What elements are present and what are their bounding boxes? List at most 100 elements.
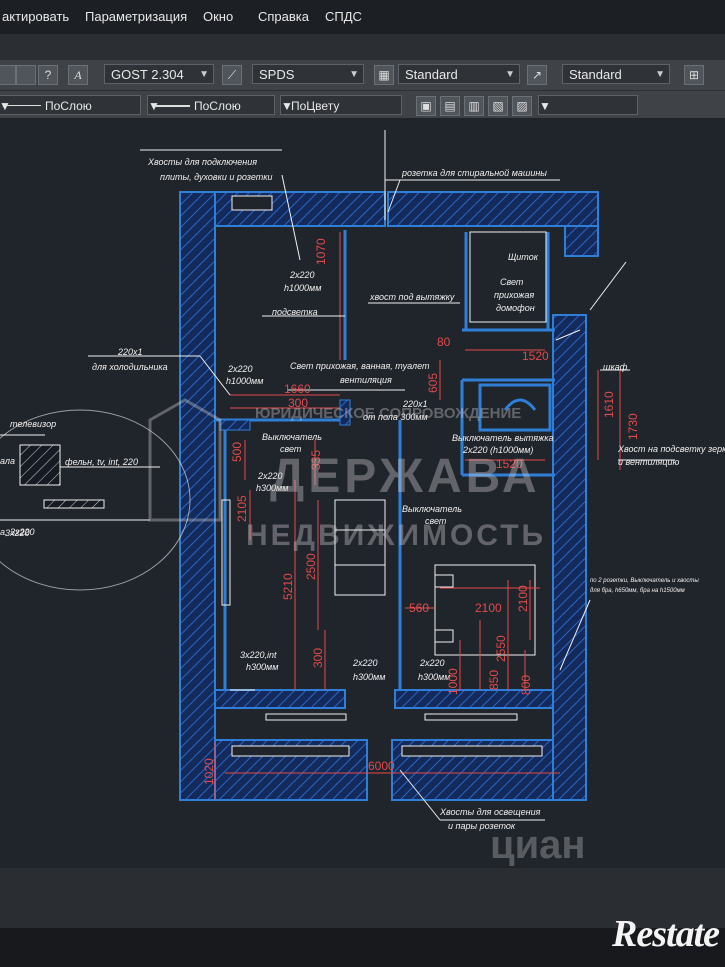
toolbar-button[interactable]: [0, 65, 16, 85]
floor-socket-height: от пола 300мм: [363, 412, 428, 422]
menu-item-window[interactable]: Окно: [203, 9, 234, 24]
mirror-light-label-2: и вентиляцию: [618, 457, 680, 467]
multileader-style-icon[interactable]: ↗: [527, 65, 547, 85]
socket-bath-label: 2х220 (h1000мм): [462, 445, 533, 455]
plot-style-value: ПоЦвету: [291, 99, 340, 113]
line-sample: [154, 105, 190, 107]
lineweight-select[interactable]: ПоСлою ▼: [147, 95, 275, 115]
dim-text: 850: [487, 670, 501, 690]
table-style-icon[interactable]: ▦: [374, 65, 394, 85]
chevron-down-icon: ▼: [655, 69, 665, 80]
text-style-value: GOST 2.304: [111, 67, 184, 82]
dimension-style-value: SPDS: [259, 67, 295, 82]
dim-text: 2550: [494, 635, 508, 662]
socket-3-label: 2х220: [257, 471, 283, 481]
dim-text: 1730: [626, 413, 640, 440]
tails-light-label-2: и пары розеток: [448, 821, 516, 831]
chevron-down-icon: ▼: [349, 69, 359, 80]
layer-tool-icon[interactable]: ▤: [440, 96, 460, 116]
layer-select[interactable]: ▼: [538, 95, 638, 115]
watermark-name: ДЕРЖАВА: [270, 450, 541, 503]
linetype-value: ПоСлою: [45, 99, 92, 113]
dimension-style-select[interactable]: SPDS ▼: [252, 64, 364, 84]
dim-text: 300: [311, 648, 325, 668]
menu-item-spds[interactable]: СПДС: [325, 9, 362, 24]
socket-1-label: 2х220: [227, 364, 253, 374]
dimension-style-icon[interactable]: ⟋: [222, 65, 242, 85]
restate-logo: Restate: [612, 913, 720, 955]
leader-lines: [88, 130, 675, 821]
dim-text: 2100: [475, 601, 502, 615]
chevron-down-icon: ▼: [199, 69, 209, 80]
int-socket-label: 3х220,int: [240, 650, 277, 660]
switch-2-label-2: свет: [425, 516, 447, 526]
monitor-bezel: [0, 928, 725, 967]
switch-hood-label: Выключатель вытяжка: [452, 433, 553, 443]
socket-3-height: h300мм: [256, 483, 288, 493]
properties-toolbar: ПоСлою ▼ ПоСлою ▼ ПоЦвету ▼ ▣ ▤ ▥ ▧ ▨ ▼: [0, 90, 725, 119]
light-hall-label-3: домофон: [496, 303, 535, 313]
dim-text: 2105: [235, 495, 249, 522]
chevron-down-icon: ▼: [505, 69, 515, 80]
partition-stub: [339, 399, 351, 426]
menu-item-help[interactable]: Справка: [258, 9, 309, 24]
text-style-select[interactable]: GOST 2.304 ▼: [104, 64, 214, 84]
linetype-select[interactable]: ПоСлою ▼: [0, 95, 141, 115]
dim-text: 605: [426, 373, 440, 393]
styles-toolbar: ? A GOST 2.304▼ ⟋ SPDS▼ ▦ Standard▼ ↗ St…: [0, 60, 725, 90]
dim-text: 1020: [202, 758, 216, 785]
dim-text: 560: [409, 601, 429, 615]
multileader-style-select[interactable]: Standard ▼: [562, 64, 670, 84]
dim-text: 1610: [602, 391, 616, 418]
text-style-icon[interactable]: A: [68, 65, 88, 85]
fixtures: [221, 231, 552, 656]
grid-icon[interactable]: ⊞: [684, 65, 704, 85]
wardrobe-label: шкаф: [603, 362, 628, 372]
dim-text: 1520: [496, 457, 523, 471]
socket-right-label-2: для бра, h650мм, бра на h1500мм: [590, 588, 685, 594]
toolbar-gap: [0, 34, 725, 60]
dim-text: 800: [519, 675, 533, 695]
tails-light-label: Хвосты для освещения: [439, 807, 541, 817]
window-openings: [231, 195, 543, 757]
layer-tool-icon[interactable]: ▣: [416, 96, 436, 116]
tv-side-label: ала: [0, 456, 15, 466]
hood-tail-label: хвост под вытяжку: [369, 292, 455, 302]
socket-5-height: h300мм: [418, 672, 450, 682]
table-style-select[interactable]: Standard▼: [398, 64, 520, 84]
menu-item-edit[interactable]: актировать: [2, 9, 70, 24]
toolbar-button[interactable]: [16, 65, 36, 85]
light-hall-label: Свет: [500, 277, 524, 287]
menu-item-parametrization[interactable]: Параметризация: [85, 9, 188, 24]
socket-washer-label: розетка для стиральной машины: [401, 168, 547, 178]
floor-socket-label: 220х1: [402, 399, 428, 409]
layer-tool-icon[interactable]: ▧: [488, 96, 508, 116]
line-sample: [5, 105, 41, 106]
dim-text: 1660: [284, 382, 311, 396]
chevron-down-icon: ▼: [148, 99, 160, 113]
tails-stove-label: Хвосты для подключения: [147, 157, 257, 167]
backlight-label: подсветка: [272, 307, 318, 317]
tv-socket-count: 3х220: [5, 528, 30, 538]
dim-text: 2500: [304, 553, 318, 580]
socket-2-label: 2х220: [289, 270, 315, 280]
floor-plan-drawing: Хвосты для подключения плиты, духовки и …: [0, 130, 725, 867]
watermark-top: ЮРИДИЧЕСКОЕ СОПРОВОЖДЕНИЕ: [255, 405, 521, 422]
drawing-canvas[interactable]: Хвосты для подключения плиты, духовки и …: [0, 118, 725, 868]
int-socket-height: h300мм: [246, 662, 278, 672]
tv-zone: [0, 409, 191, 591]
layer-tool-icon[interactable]: ▥: [464, 96, 484, 116]
multileader-style-value: Standard: [569, 67, 622, 82]
partition-stub: [219, 419, 251, 431]
socket-2-height: h1000мм: [284, 283, 321, 293]
fridge-label-2: для холодильника: [92, 362, 168, 372]
plot-style-select[interactable]: ПоЦвету ▼: [280, 95, 402, 115]
light-hall-label-2: прихожая: [494, 290, 534, 300]
panel-label: Щиток: [508, 252, 539, 262]
watermark-sub: НЕДВИЖИМОСТЬ: [246, 519, 546, 552]
help-icon[interactable]: ?: [38, 65, 58, 85]
tv-side-label-2: а, 3х220: [0, 527, 35, 537]
layer-tool-icon[interactable]: ▨: [512, 96, 532, 116]
socket-5-label: 2х220: [419, 658, 445, 668]
socket-right-label: по 2 розетки, Выключатель и хвосты: [590, 578, 699, 584]
